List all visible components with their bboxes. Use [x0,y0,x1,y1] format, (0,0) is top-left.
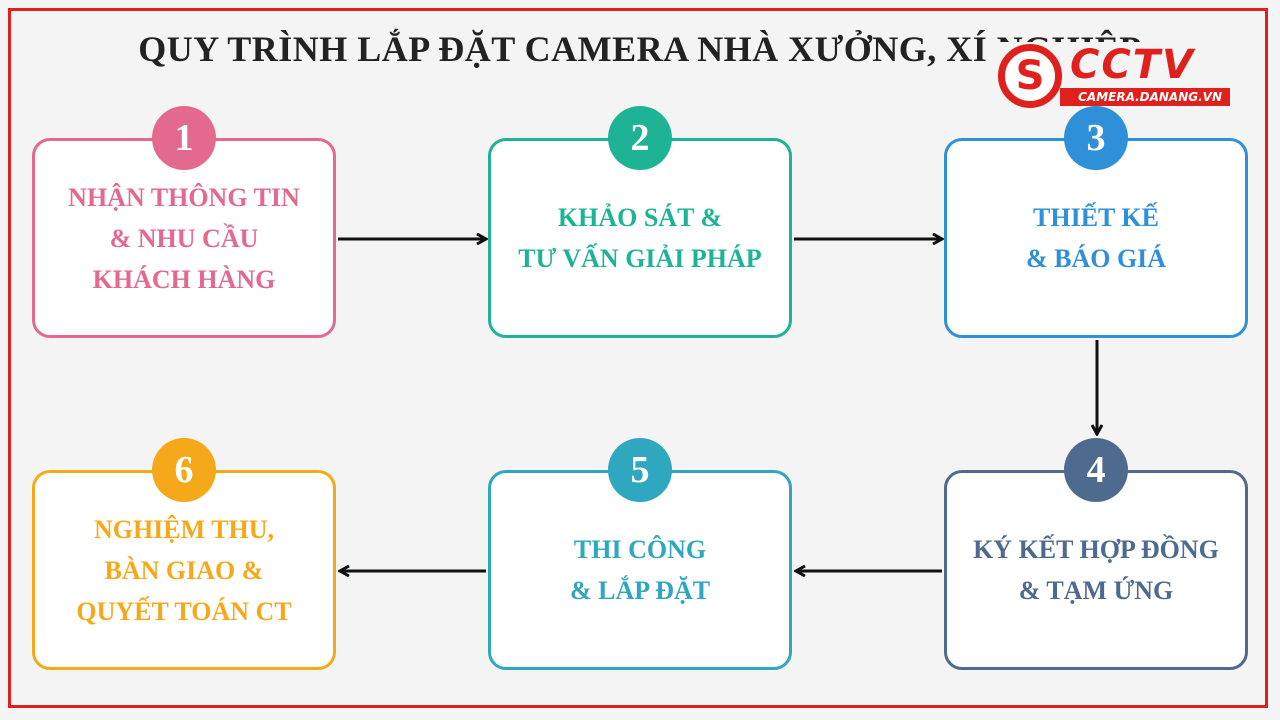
page-frame [8,8,1268,708]
step-badge-5: 5 [608,438,672,502]
step-box-5: THI CÔNG & LẮP ĐẶT [488,470,792,670]
step-badge-3: 3 [1064,106,1128,170]
step-label-5: THI CÔNG & LẮP ĐẶT [569,535,711,605]
step-box-6: NGHIỆM THU, BÀN GIAO & QUYẾT TOÁN CT [32,470,336,670]
step-label-3: THIẾT KẾ & BÁO GIÁ [1025,203,1167,273]
cctv-logo: S CCTV CAMERA.DANANG.VN [990,42,1240,114]
step-box-4: KÝ KẾT HỢP ĐỒNG & TẠM ỨNG [944,470,1248,670]
step-label-4: KÝ KẾT HỢP ĐỒNG & TẠM ỨNG [973,535,1219,605]
step-badge-2: 2 [608,106,672,170]
logo-brand: CCTV [1070,42,1195,88]
step-badge-1: 1 [152,106,216,170]
step-label-2: KHẢO SÁT & TƯ VẤN GIẢI PHÁP [518,203,762,273]
logo-circle-icon: S [998,44,1062,108]
step-box-3: THIẾT KẾ & BÁO GIÁ [944,138,1248,338]
step-label-1: NHẬN THÔNG TIN & NHU CẦU KHÁCH HÀNG [68,182,300,294]
logo-domain: CAMERA.DANANG.VN [1060,88,1230,106]
page-title: QUY TRÌNH LẮP ĐẶT CAMERA NHÀ XƯỞNG, XÍ N… [138,29,1142,69]
step-badge-6: 6 [152,438,216,502]
step-label-6: NGHIỆM THU, BÀN GIAO & QUYẾT TOÁN CT [76,514,292,626]
logo-mark: S [1015,53,1045,99]
step-box-1: NHẬN THÔNG TIN & NHU CẦU KHÁCH HÀNG [32,138,336,338]
step-badge-4: 4 [1064,438,1128,502]
